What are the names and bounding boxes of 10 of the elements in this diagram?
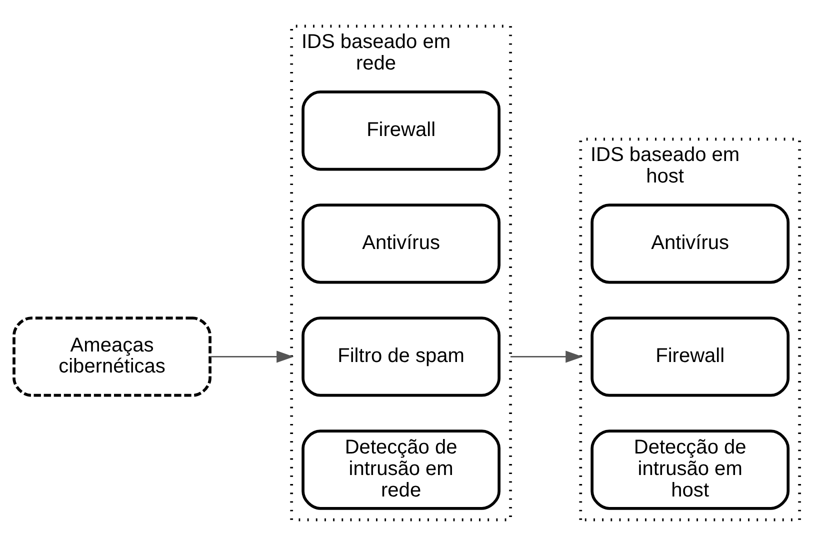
node-box: Detecção de intrusão em rede bbox=[302, 429, 500, 510]
node-box: Ameaças cibernéticas bbox=[12, 316, 212, 396]
arrow bbox=[510, 350, 583, 362]
node-box: Firewall bbox=[302, 90, 500, 170]
node-box: Antivírus bbox=[302, 203, 500, 284]
node-box: Firewall bbox=[590, 316, 790, 396]
node-box: Filtro de spam bbox=[302, 316, 500, 396]
arrow bbox=[210, 350, 294, 362]
node-box: Detecção de intrusão em host bbox=[590, 429, 790, 510]
node-box: Antivírus bbox=[590, 203, 790, 284]
